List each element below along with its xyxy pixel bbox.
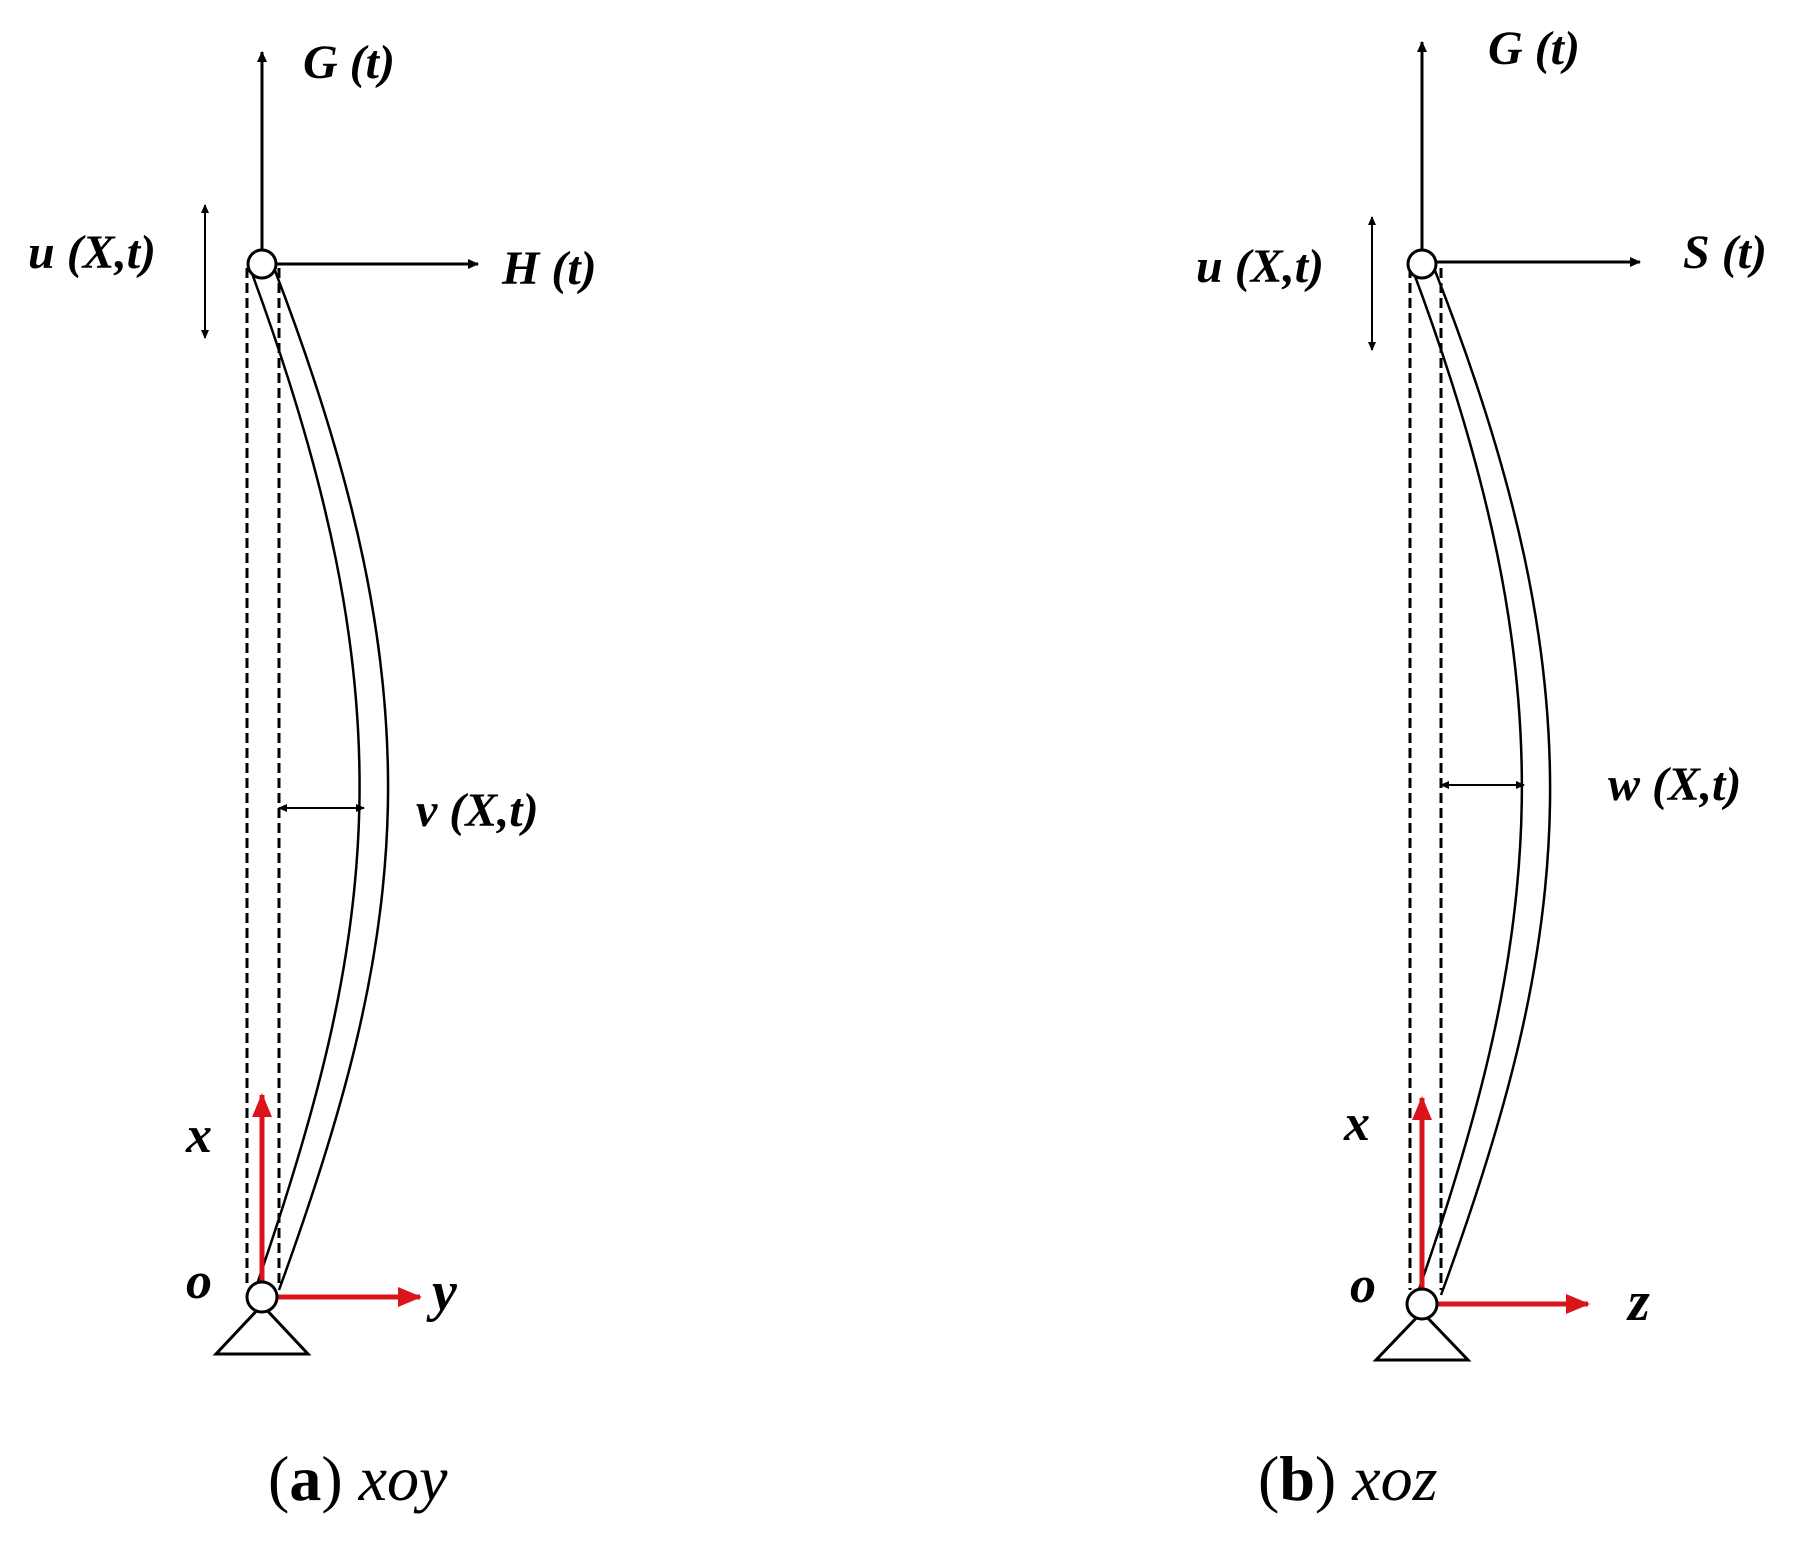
top-pin-a — [246, 248, 278, 280]
label-w: w (X,t) — [1608, 758, 1741, 811]
label-g-a: G (t) — [303, 36, 395, 89]
support-triangle-b — [1372, 1309, 1472, 1362]
caption-a: (a) xoy — [268, 1443, 448, 1514]
support-triangle-a — [212, 1302, 312, 1356]
label-v: v (X,t) — [416, 784, 539, 837]
caption-b: (b) xoz — [1258, 1443, 1438, 1514]
label-u-a: u (X,t) — [28, 226, 156, 279]
bottom-pin-b — [1405, 1287, 1439, 1321]
caption-b-plane: xoz — [1351, 1443, 1437, 1514]
label-z: z — [1626, 1271, 1650, 1333]
label-x-a: x — [185, 1107, 212, 1164]
label-s: S (t) — [1683, 226, 1767, 279]
label-o-b: o — [1350, 1257, 1376, 1314]
deformed-beam-b-left — [1410, 267, 1524, 1296]
label-y: y — [426, 1261, 458, 1323]
label-h: H (t) — [501, 242, 597, 295]
panel-a: G (t) H (t) u (X,t) v (X,t) x o y (a) xo… — [28, 36, 597, 1514]
deformed-beam-a-right — [272, 267, 390, 1291]
bottom-pin-a — [245, 1280, 279, 1314]
caption-a-letter: a — [289, 1443, 321, 1514]
caption-a-plane: xoy — [358, 1443, 448, 1514]
deformed-beam-a-left — [248, 267, 361, 1291]
label-g-b: G (t) — [1488, 22, 1580, 75]
label-x-b: x — [1343, 1095, 1370, 1152]
deformed-beam-b-right — [1432, 267, 1552, 1296]
panel-b: G (t) S (t) u (X,t) w (X,t) x o z (b) xo… — [1196, 22, 1767, 1514]
label-u-b: u (X,t) — [1196, 240, 1324, 293]
caption-b-letter: b — [1279, 1443, 1315, 1514]
top-pin-b — [1406, 248, 1438, 280]
label-o-a: o — [186, 1253, 212, 1310]
